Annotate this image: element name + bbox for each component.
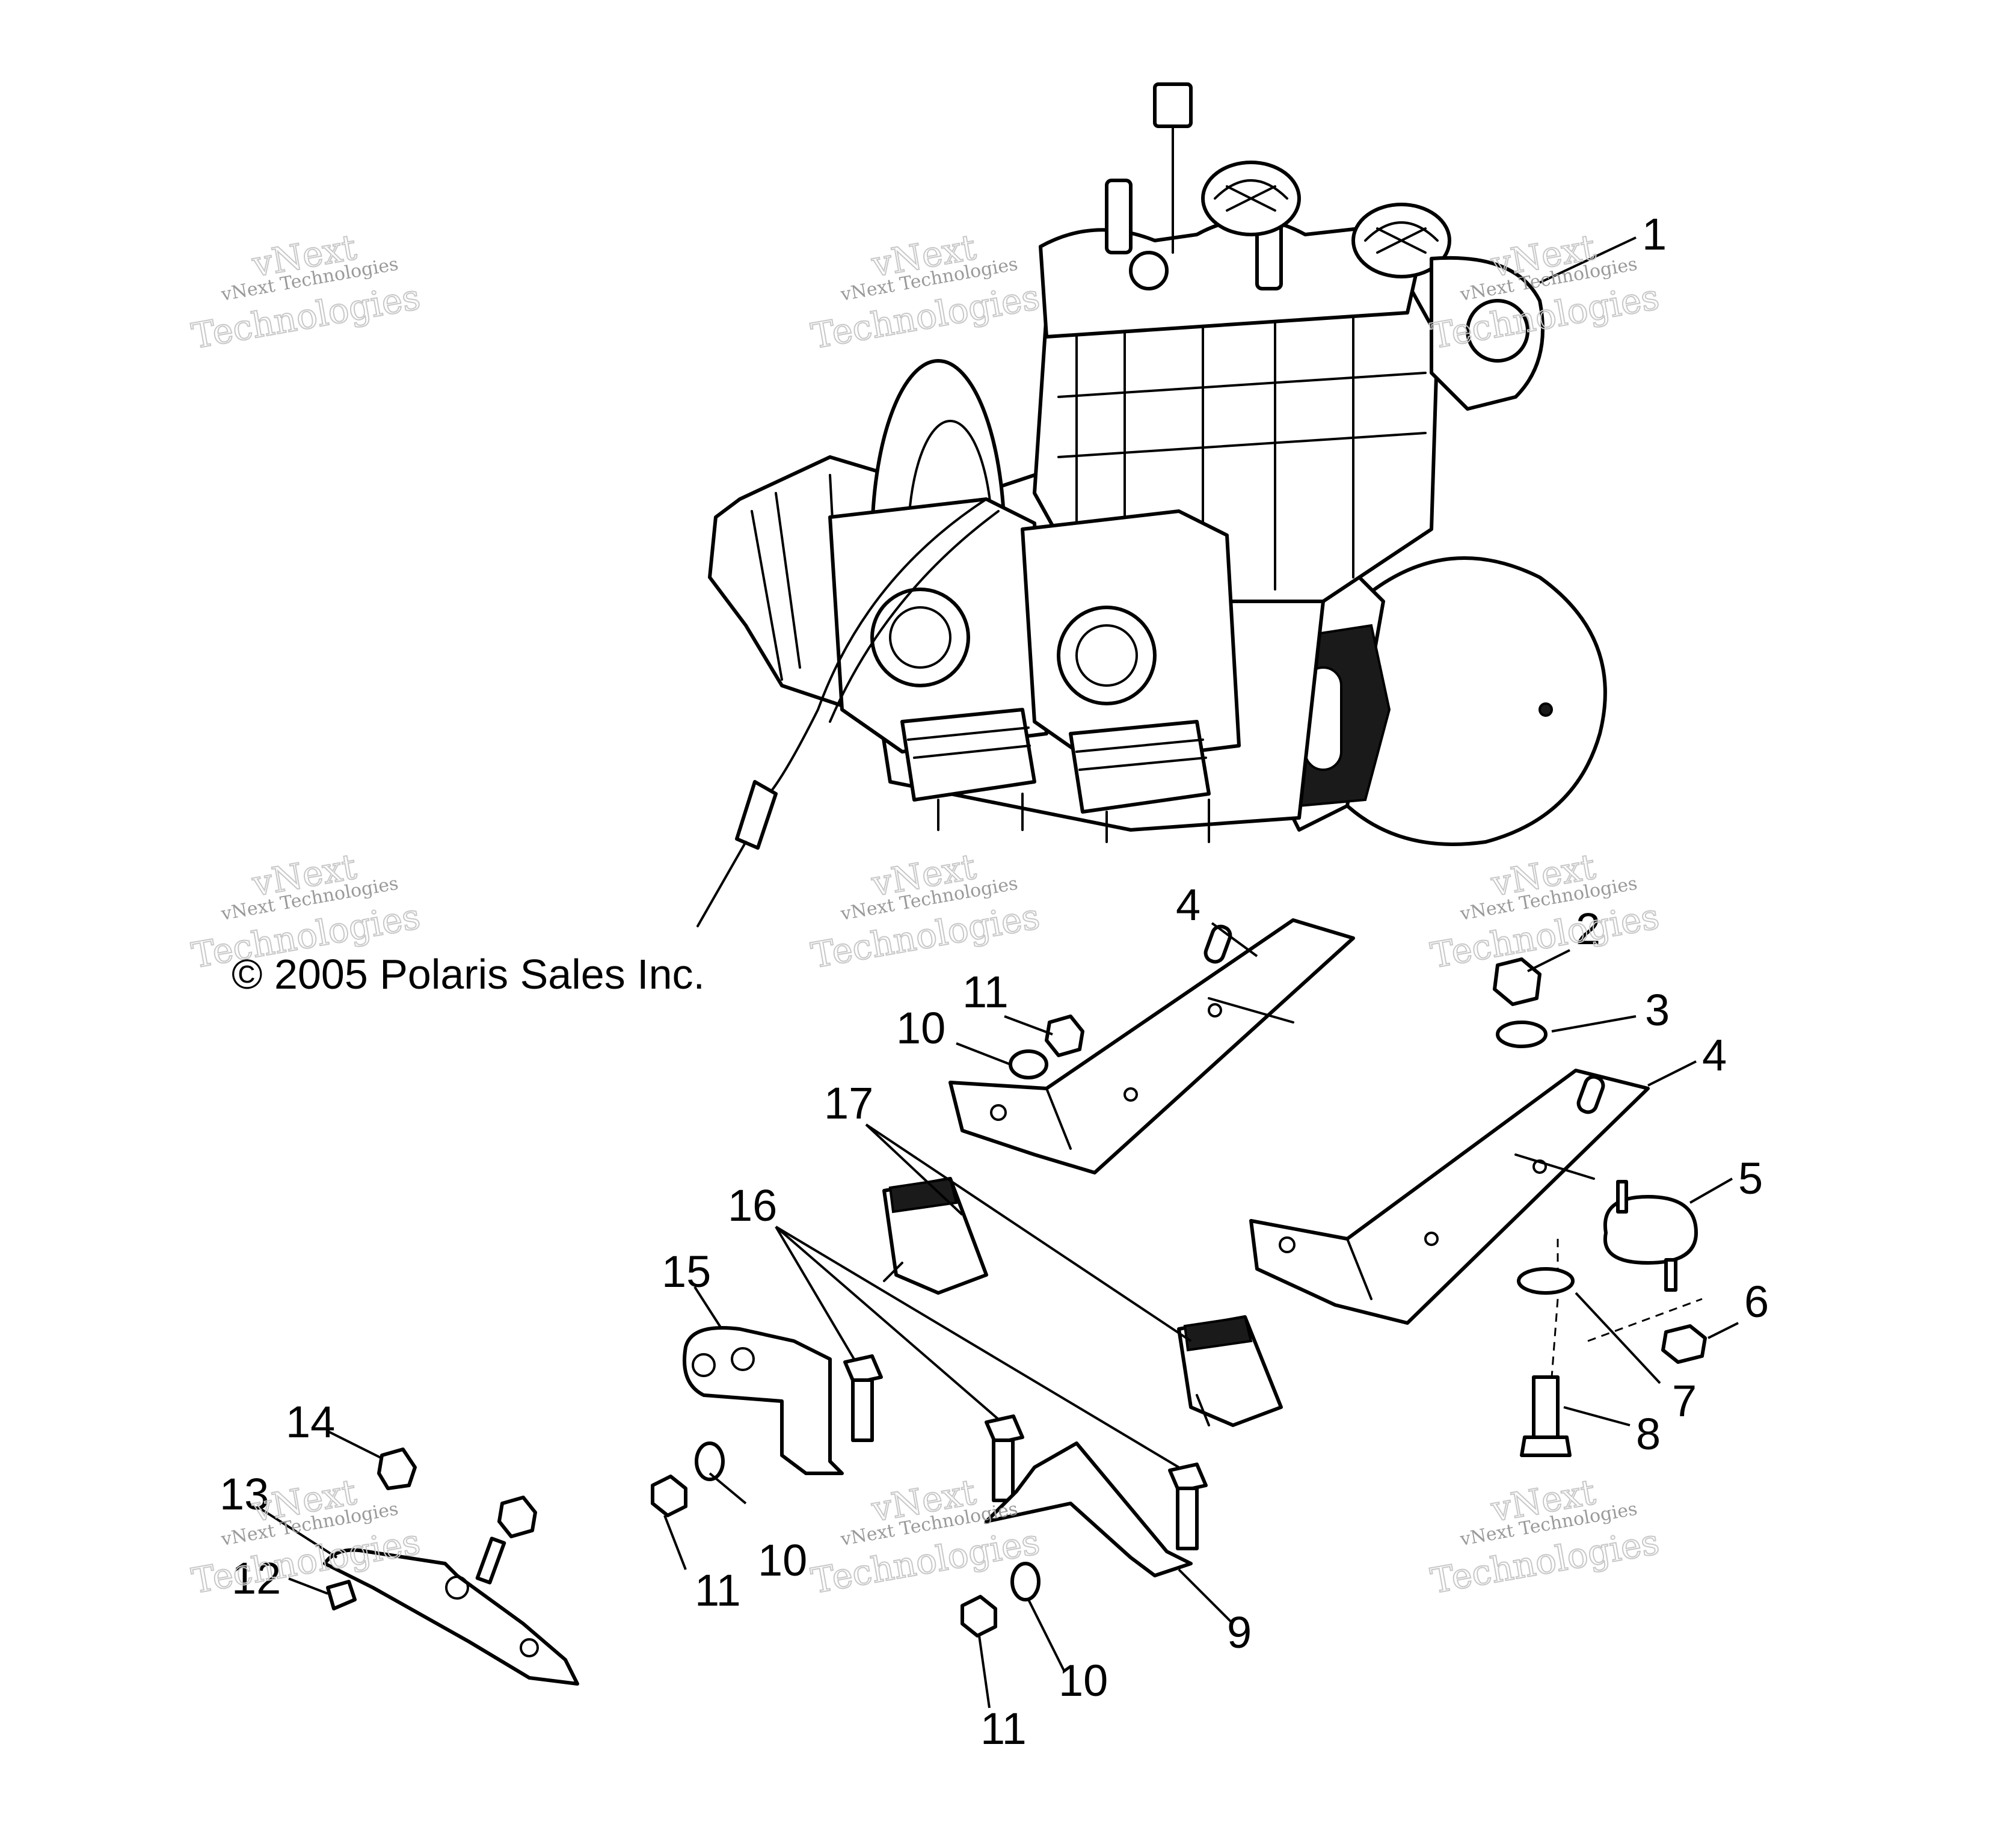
callout-13: 13: [220, 1469, 269, 1519]
nut-part-13: [497, 1496, 537, 1538]
watermark-6: vNext vNext Technologies Technologies: [1427, 846, 1663, 977]
callout-12: 12: [232, 1553, 281, 1603]
nut-part-2: [1493, 957, 1542, 1006]
bracket-part-15: [683, 1326, 844, 1475]
callout-2: 2: [1576, 904, 1600, 954]
nut-part-6: [1661, 1324, 1707, 1364]
bolt-part-16-c: [1168, 1463, 1208, 1550]
watermark-5: vNext vNext Technologies Technologies: [808, 846, 1044, 977]
screw-part-12: [326, 1580, 357, 1610]
callout-10-c: 10: [1059, 1656, 1108, 1705]
callout-10-a: 10: [896, 1003, 945, 1053]
callout-15: 15: [662, 1247, 711, 1297]
bracket-part-9: [985, 1441, 1193, 1577]
callout-1: 1: [1642, 209, 1667, 259]
callout-17: 17: [824, 1078, 873, 1128]
engine-mount-bracket-upper: [948, 918, 1355, 1174]
watermark-2: vNext vNext Technologies Technologies: [808, 226, 1044, 357]
callout-11-a: 11: [962, 967, 1009, 1017]
watermark-1: vNext vNext Technologies Technologies: [188, 226, 424, 357]
callout-16: 16: [728, 1180, 777, 1230]
callout-5: 5: [1738, 1153, 1763, 1203]
leader-lines: [260, 236, 1739, 1708]
washer-part-7: [1517, 1267, 1575, 1295]
rubber-mount-part-5: [1603, 1180, 1698, 1292]
engine-assembly: [696, 82, 1607, 927]
callout-6: 6: [1744, 1277, 1769, 1327]
callout-4-upper: 4: [1176, 880, 1200, 930]
washer-part-10-a: [1009, 1049, 1048, 1079]
nut-part-14: [377, 1447, 417, 1490]
washer-part-3: [1496, 1021, 1548, 1048]
callout-10-b: 10: [758, 1535, 807, 1585]
washer-part-10-c: [1010, 1562, 1041, 1601]
callout-9: 9: [1227, 1607, 1252, 1657]
callout-numbers: 1 2 3 4 4 5 6 7 8 9 10 10 10 10 11 11 11…: [220, 209, 1769, 1754]
callout-14: 14: [286, 1397, 335, 1447]
callout-11-c: 11: [980, 1704, 1027, 1754]
copyright-notice: © 2005 Polaris Sales Inc.: [232, 951, 705, 998]
callout-3: 3: [1645, 985, 1670, 1035]
callout-4-lower: 4: [1702, 1030, 1727, 1080]
bolt-part-16-a: [843, 1354, 883, 1442]
watermark-9: vNext vNext Technologies Technologies: [1427, 1471, 1663, 1602]
nut-part-11-a: [1045, 1015, 1084, 1057]
bolt-part-8: [1520, 1375, 1572, 1457]
engine-mount-bracket-lower: [1249, 1069, 1650, 1325]
callout-7: 7: [1672, 1376, 1697, 1426]
callout-11-b: 11: [695, 1565, 741, 1615]
rubber-block-part-17-upper: [882, 1177, 988, 1295]
nut-part-11-b: [651, 1475, 687, 1517]
callout-8: 8: [1636, 1409, 1661, 1459]
bracket-part-13: [323, 1548, 579, 1686]
rubber-block-part-17-lower: [1177, 1315, 1283, 1427]
nut-part-11-c: [961, 1595, 997, 1638]
washer-part-10-b: [695, 1441, 725, 1481]
bolt-part-16-b: [985, 1414, 1024, 1502]
